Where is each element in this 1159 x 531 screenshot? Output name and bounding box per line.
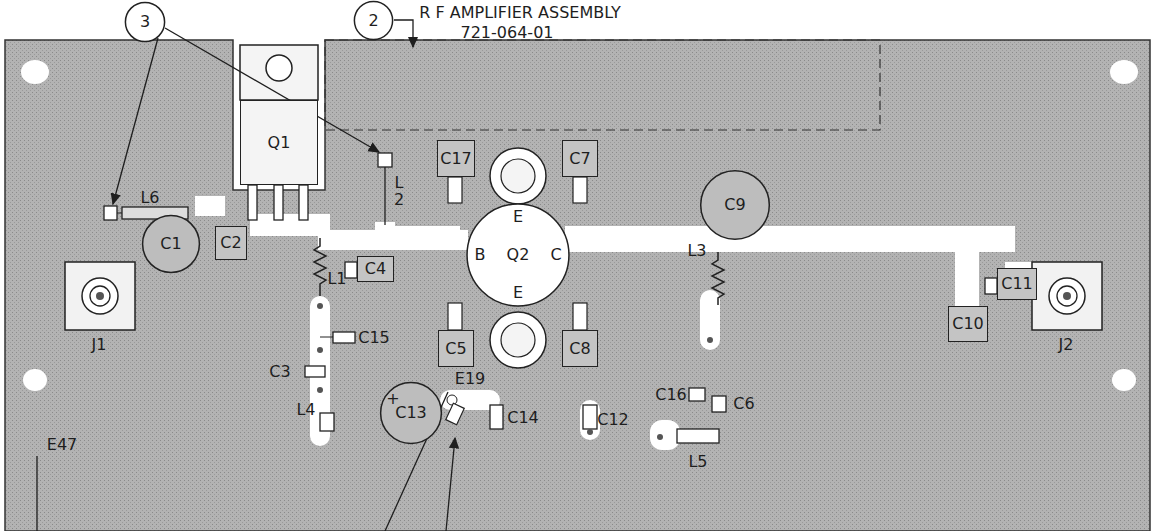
node-text: 2	[368, 12, 378, 30]
inductor-label: L6	[140, 189, 159, 207]
capacitor-pad: C2	[215, 226, 247, 260]
connector-label: J2	[1059, 336, 1074, 354]
callout-number: 3	[125, 2, 165, 42]
node-text: B	[475, 246, 486, 264]
capacitor-pad: C5	[438, 330, 474, 367]
inductor-label: L5	[688, 453, 707, 471]
trimmer-capacitor: C1	[142, 215, 200, 273]
inductor-label: L4	[296, 401, 315, 419]
trimmer-capacitor: C9	[700, 170, 770, 240]
inductor-label: L3	[687, 242, 706, 260]
capacitor-pad: C11	[997, 268, 1037, 300]
capacitor-label: C15	[358, 329, 390, 347]
node-text: C8	[569, 340, 590, 358]
capacitor-label: C3	[269, 363, 290, 381]
capacitor-pad: C7	[562, 140, 598, 177]
node-text: Q2	[507, 246, 530, 264]
node-text: E	[513, 284, 523, 302]
transistor-body: Q1	[240, 100, 318, 185]
capacitor-pad: C17	[437, 140, 475, 177]
node-text: 3	[140, 13, 150, 31]
capacitor-pad: C10	[948, 306, 988, 342]
inductor-label: L1	[327, 270, 346, 288]
callout-number: 2	[354, 1, 393, 40]
part-number: 721-064-01	[461, 24, 554, 42]
assembly-title: R F AMPLIFIER ASSEMBLY	[419, 4, 620, 22]
node-text: E	[513, 208, 523, 226]
terminal-label: E19	[455, 370, 485, 388]
node-text: C1	[160, 235, 181, 253]
node-text: Q1	[268, 134, 291, 152]
capacitor-label: C16	[655, 386, 687, 404]
node-text: C17	[440, 150, 472, 168]
capacitor-pad: C4	[357, 256, 394, 282]
transistor-package: E B Q2 C E	[466, 203, 570, 307]
node-text: C2	[220, 234, 241, 252]
capacitor-label: C12	[597, 411, 629, 429]
node-text: C7	[569, 150, 590, 168]
capacitor-pad: C8	[562, 330, 598, 367]
node-text: C4	[365, 260, 386, 278]
polarity-mark: +	[386, 390, 399, 408]
capacitor-label: C14	[507, 409, 539, 427]
connector-label: J1	[92, 336, 107, 354]
node-text: C5	[445, 340, 466, 358]
capacitor-label: C6	[733, 395, 754, 413]
node-text: C10	[952, 315, 984, 333]
node-text: C	[550, 246, 561, 264]
node-text: C13	[395, 404, 427, 422]
terminal-label: E47	[47, 436, 77, 454]
node-text: C11	[1001, 275, 1033, 293]
inductor-label: L 2	[393, 175, 405, 209]
node-text: C9	[724, 196, 745, 214]
